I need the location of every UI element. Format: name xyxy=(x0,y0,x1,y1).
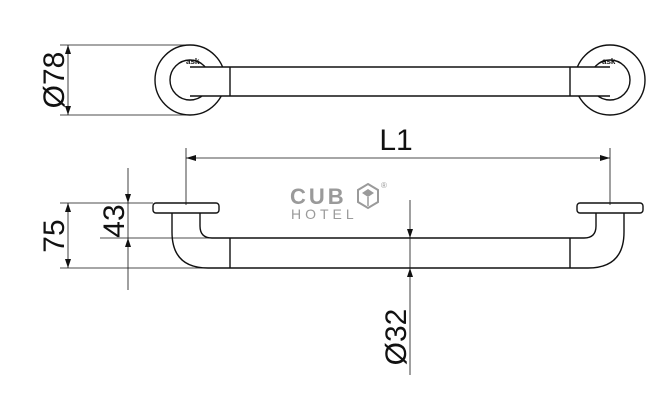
d43-arrow-top xyxy=(125,194,131,203)
logo-main-text: CUB xyxy=(290,184,347,209)
left-wall-plate xyxy=(152,202,220,214)
left-flange-mark: ask xyxy=(186,57,200,66)
d78-arrow-bottom xyxy=(65,106,71,115)
cube-hotel-logo: CUB ® HOTEL xyxy=(290,181,387,222)
dim-bar-diameter: Ø32 xyxy=(380,309,413,366)
top-view: ask ask Ø78 xyxy=(38,44,646,116)
right-bend-outer xyxy=(570,213,625,269)
left-bend-inner xyxy=(199,213,230,239)
l1-arrow-right xyxy=(600,155,610,161)
right-wall-plate xyxy=(576,202,644,214)
d32-arrow-top xyxy=(407,229,413,238)
length-dimension: L1 xyxy=(185,124,611,205)
d75-arrow-bottom xyxy=(65,259,71,268)
side-view: 75 43 Ø32 xyxy=(38,168,644,375)
l1-arrow-left xyxy=(186,155,196,161)
dim-flange-diameter: Ø78 xyxy=(38,52,71,109)
d75-arrow-top xyxy=(65,203,71,212)
d32-arrow-bottom xyxy=(407,268,413,277)
logo-registered-mark: ® xyxy=(381,181,387,190)
cube-icon xyxy=(357,182,379,210)
right-flange-mark: ask xyxy=(602,57,616,66)
logo-sub-text: HOTEL xyxy=(291,206,358,222)
right-bend-inner xyxy=(570,213,597,239)
dim-length: L1 xyxy=(379,124,412,157)
dim-bar-height: 43 xyxy=(98,204,131,237)
dim-total-height: 75 xyxy=(38,219,71,252)
d78-arrow-top xyxy=(65,45,71,54)
d43-arrow-bottom xyxy=(125,238,131,247)
left-bend-outer xyxy=(171,213,230,269)
